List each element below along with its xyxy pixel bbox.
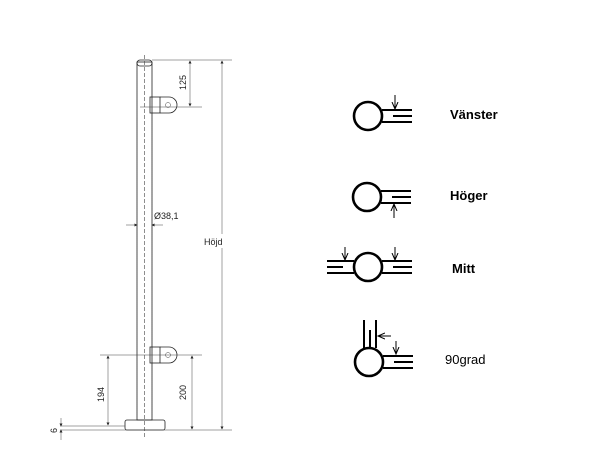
dim-bottom-offset-right: 200	[178, 385, 188, 400]
dim-top-offset: 125	[178, 75, 188, 90]
dim-diameter: Ø38,1	[154, 211, 179, 221]
variant-right-icon	[351, 181, 411, 218]
dim-base-thickness: 6	[49, 428, 59, 433]
base-plate	[124, 419, 166, 431]
variant-90deg-icon	[353, 320, 413, 378]
post	[124, 55, 166, 438]
variant-left-icon	[352, 95, 412, 132]
variant-middle-label: Mitt	[452, 261, 476, 276]
variant-right-label: Höger	[450, 188, 488, 203]
variant-90deg-label: 90grad	[445, 352, 485, 367]
variant-middle-icon	[327, 247, 412, 283]
top-clamp	[149, 96, 178, 114]
dim-bottom-offset-left: 194	[96, 387, 106, 402]
dim-height: Höjd	[204, 237, 223, 247]
variant-left-label: Vänster	[450, 107, 498, 122]
extension-lines	[60, 59, 232, 431]
